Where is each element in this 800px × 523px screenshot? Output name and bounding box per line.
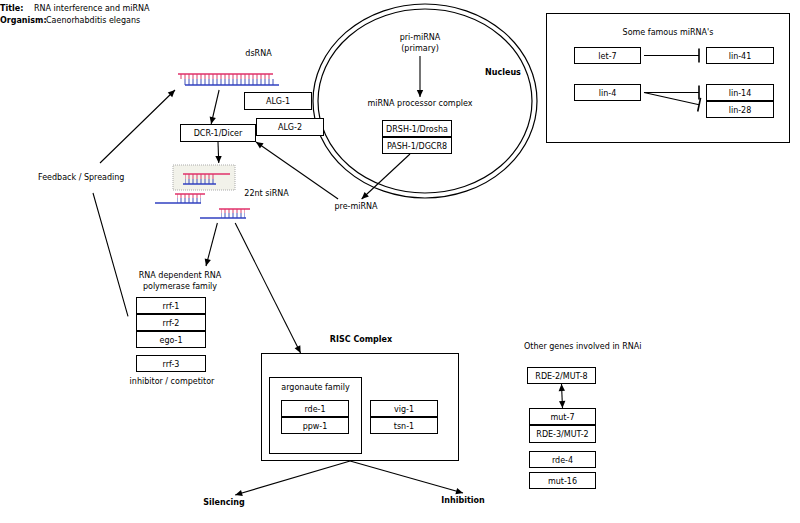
gene-box: rrf-1 (136, 297, 206, 314)
family-box: argonaute family rde-1 ppw-1 (269, 377, 362, 454)
node-text: RISC Complex (262, 334, 460, 345)
gene-box: lin-41 (706, 47, 774, 64)
protein-box: ALG-2 (256, 118, 324, 136)
protein-box: DRSH-1/Drosha (382, 120, 452, 137)
gene-box: RDE-2/MUT-8 (527, 367, 596, 384)
gene-box: let-7 (574, 47, 641, 64)
node-text: pre-miRNA (328, 201, 384, 212)
connector (235, 461, 350, 496)
connector (256, 142, 338, 199)
organism-name: Caenorhabditis elegans (46, 15, 140, 26)
outcome-label: Inhibition (434, 493, 492, 506)
gene-box: rde-4 (529, 451, 596, 468)
gene-box: rrf-2 (136, 314, 206, 331)
node-text: vig-1 (371, 403, 437, 414)
mirna-panel: Some famous miRNA's let-7 lin-41 lin-4 lin-1… (546, 13, 790, 143)
sirna-group: 22nt siRNA (153, 163, 290, 223)
complex-box: RISC Complexargonaute familyrde-1ppw-1vi… (261, 353, 459, 461)
complex-group: miRNA processor complexDRSH-1/DroshaPASH… (360, 97, 480, 155)
connector (215, 142, 221, 163)
connector (644, 49, 699, 63)
sirna-ladders (155, 165, 250, 218)
connector (350, 461, 463, 494)
node-text: 22nt siRNA (243, 188, 290, 199)
node-text: tsn-1 (371, 420, 437, 431)
node-text: Nucleus (478, 67, 528, 78)
title-key: Title: (0, 3, 23, 14)
node-text: RDE-2/MUT-8 (528, 370, 595, 381)
protein-box: ALG-1 (244, 92, 312, 110)
node-text: pri-miRNA (primary) (388, 32, 452, 54)
polymerase-group: RNA dependent RNA polymerase family rrf-1… (128, 266, 232, 350)
node-text: ego-1 (137, 334, 205, 345)
node-text: RNA dependent RNA polymerase family (128, 270, 232, 292)
node-text: miRNA processor complex (360, 98, 480, 109)
gene-box: ego-1 (136, 331, 206, 348)
section-label: Other genes involved in RNAi (524, 341, 641, 352)
protein-box: PASH-1/DGCR8 (382, 137, 452, 154)
node-text: rrf-2 (137, 317, 205, 328)
gene-box: tsn-1 (370, 417, 438, 434)
node-text: let-7 (575, 50, 640, 61)
gene-box: RDE-3/MUT-2 (529, 425, 596, 443)
node-text: DRSH-1/Drosha (383, 123, 451, 134)
edge-label: Feedback / Spreading (38, 172, 124, 183)
node-text: DCR-1/Dicer (181, 128, 255, 139)
node-text: rde-1 (282, 403, 348, 414)
node-text: lin-41 (707, 50, 773, 61)
protein-box: DCR-1/Dicer (180, 124, 256, 142)
node-text: RDE-3/MUT-2 (530, 429, 595, 440)
node-text: ALG-1 (245, 96, 311, 107)
gene-box: ppw-1 (281, 417, 349, 434)
nucleus-circle: Nucleus pri-miRNA (primary) miRNA processo… (312, 3, 538, 199)
dsrna-ladder (178, 74, 279, 85)
node-text: lin-14 (707, 87, 773, 98)
connector (210, 90, 219, 124)
node-text: argonaute family (270, 382, 361, 393)
connector (644, 86, 699, 100)
node-text: ALG-2 (257, 122, 323, 133)
dsrna-group: dsRNA (175, 46, 280, 90)
organism-key: Organism: (0, 15, 47, 26)
molecule-label: pre-miRNA (328, 199, 384, 213)
node-text: Inhibition (434, 494, 492, 505)
node-text: lin-28 (707, 104, 773, 115)
gene-box: lin-28 (706, 101, 774, 118)
connector (235, 223, 300, 353)
node-text: rrf-3 (137, 358, 205, 369)
gene-box: lin-4 (574, 84, 641, 101)
node-text: rde-4 (530, 454, 595, 465)
node-text: lin-4 (575, 87, 640, 98)
node-text: dsRNA (237, 48, 280, 59)
gene-box: rde-1 (281, 400, 349, 417)
connector (644, 93, 701, 112)
gene-box: lin-14 (706, 84, 774, 101)
connector (559, 384, 566, 408)
molecule-label: pri-miRNA (primary) (388, 30, 452, 56)
outcome-label: Silencing (196, 495, 252, 508)
gene-box: rrf-3inhibitor / competitor (136, 355, 206, 372)
connector (417, 56, 423, 97)
node-text: mut-7 (530, 411, 595, 422)
gene-box: mut-16 (529, 472, 596, 489)
connector (205, 223, 218, 266)
node-caption: inhibitor / competitor (112, 376, 232, 387)
node-text: Silencing (196, 496, 252, 507)
gene-box: vig-1 (370, 400, 438, 417)
node-text: ppw-1 (282, 420, 348, 431)
node-text: Some famous miRNA's (547, 27, 789, 38)
node-text: mut-16 (530, 475, 595, 486)
node-text: rrf-1 (137, 300, 205, 311)
connector (362, 154, 410, 199)
gene-box: mut-7 (529, 408, 596, 425)
diagram-title: RNA interference and miRNA (34, 3, 150, 14)
connector (93, 90, 175, 316)
node-text: PASH-1/DGCR8 (383, 140, 451, 151)
